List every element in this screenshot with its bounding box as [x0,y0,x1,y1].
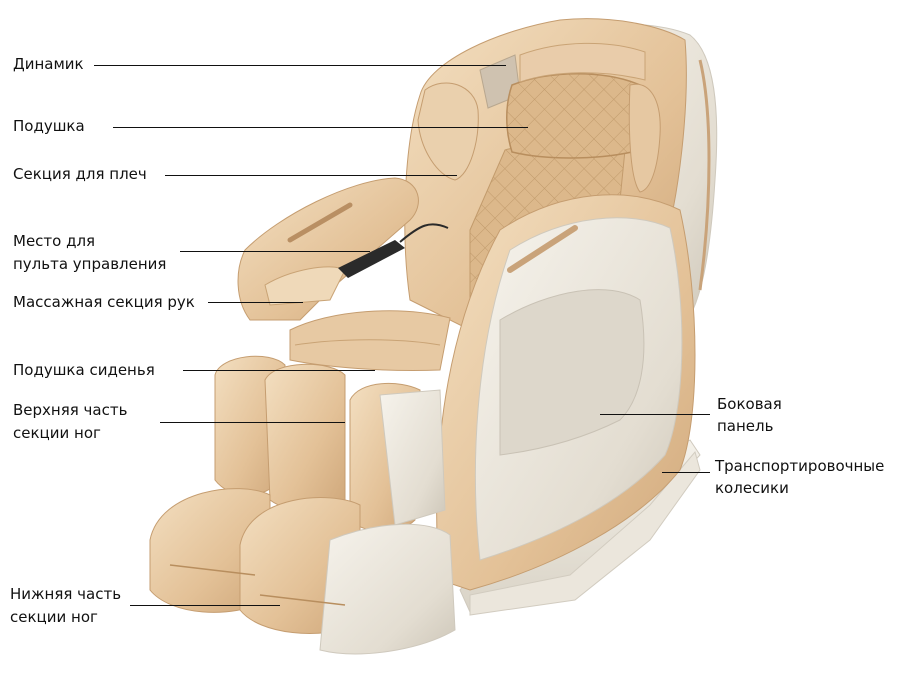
pillow-shape [507,74,645,158]
label-seat-cushion: Подушка сиденья [13,360,155,380]
label-upper-leg-section-line1: Верхняя часть [13,400,127,420]
leader-line-pillow [113,127,528,128]
leader-line-side-panel [600,414,710,415]
seat [290,311,450,371]
label-remote-place-line2: пульта управления [13,254,166,274]
label-side-panel-line1: Боковая [717,394,782,414]
leader-line-speaker [94,65,506,66]
label-speaker: Динамик [13,54,84,74]
label-transport-wheels-line2: колесики [715,478,789,498]
leader-line-shoulder-section [165,175,457,176]
leader-line-transport-wheels [662,472,710,473]
label-side-panel-line2: панель [717,416,773,436]
leader-line-lower-leg-section [130,605,280,606]
leader-line-upper-leg-section [160,422,345,423]
leader-line-seat-cushion [183,370,375,371]
label-pillow: Подушка [13,116,85,136]
label-remote-place-line1: Место для [13,231,95,251]
label-upper-leg-section-line2: секции ног [13,423,101,443]
label-shoulder-section: Секция для плеч [13,164,147,184]
leader-line-remote-place [180,251,370,252]
label-lower-leg-section-line2: секции ног [10,607,98,627]
label-transport-wheels-line1: Транспортировочные [715,456,884,476]
label-arm-massage-section: Массажная секция рук [13,292,195,312]
leader-line-arm-massage-section [208,302,303,303]
label-lower-leg-section-line1: Нижняя часть [10,584,121,604]
